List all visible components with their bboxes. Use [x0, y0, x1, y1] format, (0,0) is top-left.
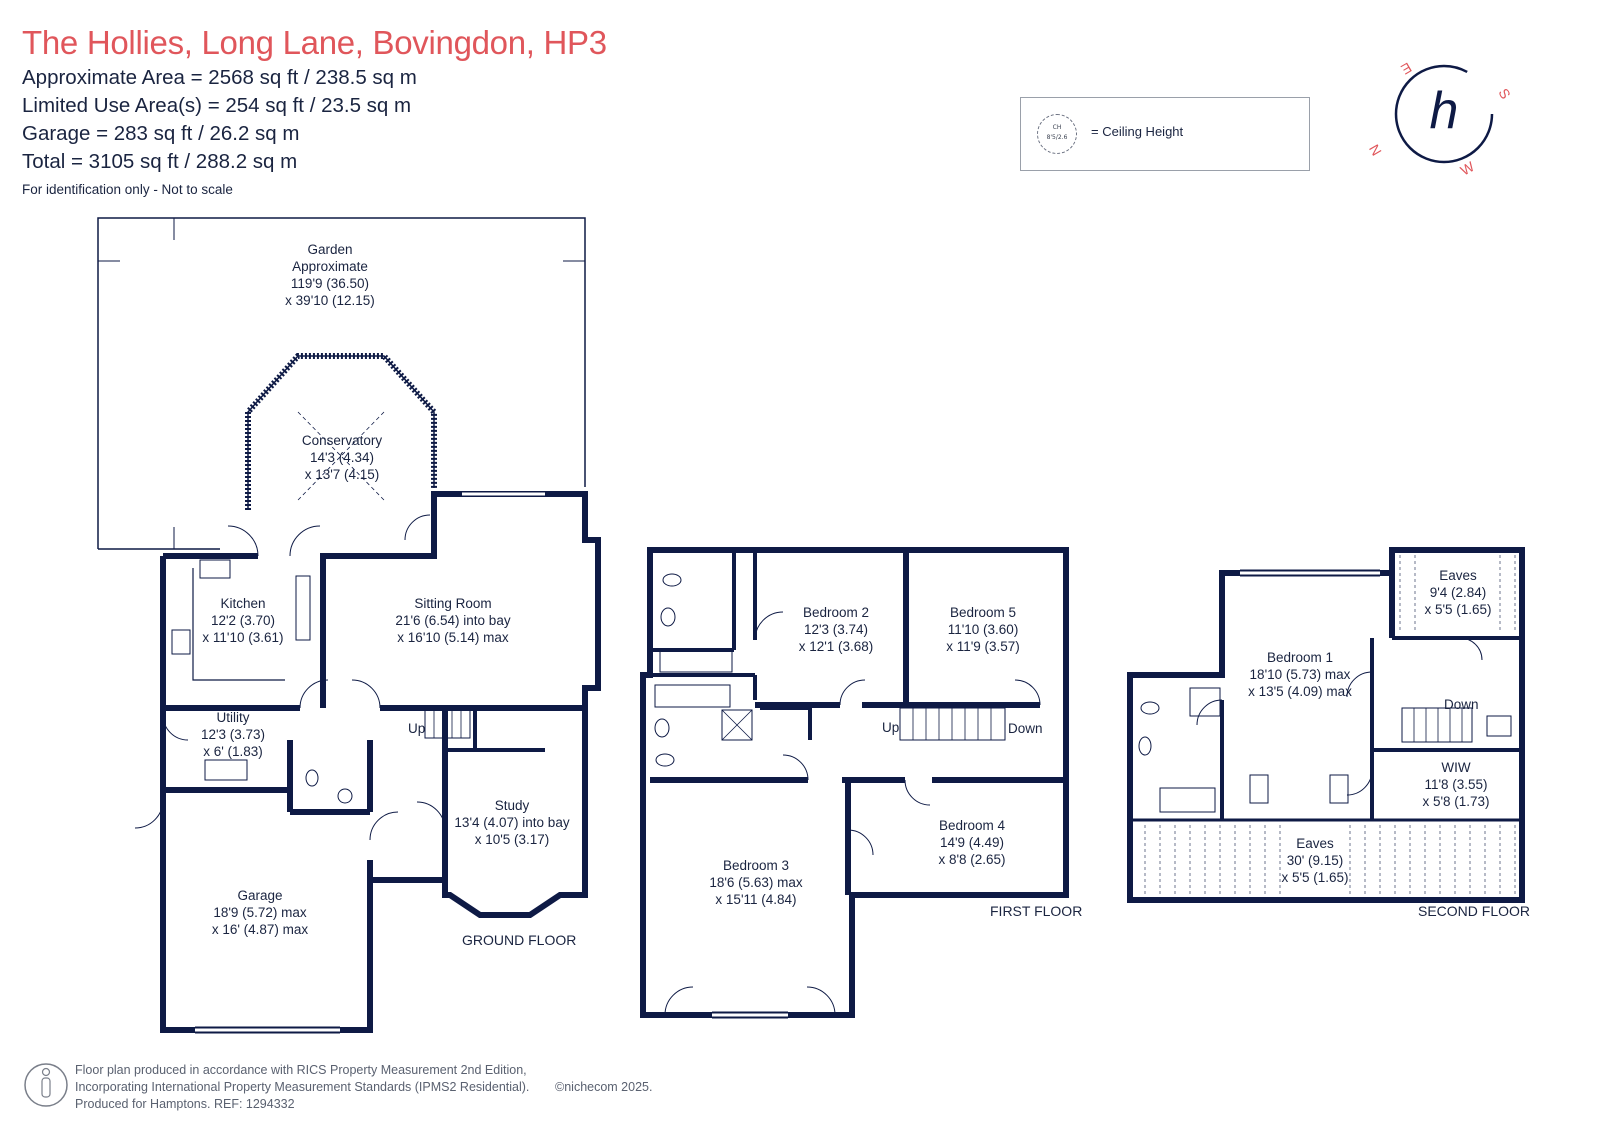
info-person-icon [24, 1063, 68, 1107]
ceiling-height-legend: CH 8'5/2.6 = Ceiling Height [1020, 97, 1310, 171]
room-labels: Garden Approximate 119'9 (36.50) x 39'10… [201, 242, 1492, 937]
wiw-name: WIW [1441, 760, 1470, 775]
kitchen-line3: x 11'10 (3.61) [202, 630, 283, 645]
footer-copyright: ©nichecom 2025. [555, 1080, 653, 1094]
bedroom3-name: Bedroom 3 [723, 858, 789, 873]
garage-name: Garage [237, 888, 282, 903]
second-floor [1127, 547, 1525, 903]
bedroom2-name: Bedroom 2 [803, 605, 869, 620]
ground-floor-label: GROUND FLOOR [462, 932, 576, 948]
stair-labels: Up Up Down Down [408, 697, 1479, 736]
first-floor-label: FIRST FLOOR [990, 903, 1082, 919]
garden-name: Garden [307, 242, 352, 257]
bedroom2-line3: x 12'1 (3.68) [799, 639, 874, 654]
conservatory-name: Conservatory [302, 433, 383, 448]
bedroom5-line3: x 11'9 (3.57) [946, 639, 1020, 654]
kitchen-name: Kitchen [220, 596, 265, 611]
footer-line2: Incorporating International Property Mea… [75, 1080, 530, 1094]
garage-line2: 18'9 (5.72) max [213, 905, 307, 920]
bedroom3-line2: 18'6 (5.63) max [709, 875, 803, 890]
sitting-room-line2: 21'6 (6.54) into bay [395, 613, 510, 628]
compass-e: E [1398, 59, 1414, 78]
legend-text: = Ceiling Height [1091, 124, 1184, 139]
bedroom1-line3: x 13'5 (4.09) max [1248, 684, 1352, 699]
eaves-large-line3: x 5'5 (1.65) [1281, 870, 1348, 885]
ceiling-height-symbol: CH 8'5/2.6 [1037, 114, 1077, 154]
footer-line3: Produced for Hamptons. REF: 1294332 [75, 1097, 295, 1111]
second-floor-label: SECOND FLOOR [1418, 903, 1530, 919]
bedroom3-line3: x 15'11 (4.84) [715, 892, 796, 907]
bedroom1-line2: 18'10 (5.73) max [1250, 667, 1351, 682]
compass-logo: h S W N E [1366, 59, 1514, 178]
ground-floor [97, 217, 601, 1034]
garden-line2: Approximate [292, 259, 368, 274]
footer-line1: Floor plan produced in accordance with R… [75, 1063, 527, 1077]
plan-title: The Hollies, Long Lane, Bovingdon, HP3 [22, 24, 607, 61]
bedroom2-line2: 12'3 (3.74) [804, 622, 868, 637]
second-floor-walls [1127, 547, 1525, 903]
sitting-room-line3: x 16'10 (5.14) max [397, 630, 509, 645]
conservatory-line2: 14'3 (4.34) [310, 450, 374, 465]
bedroom4-line3: x 8'8 (2.65) [938, 852, 1005, 867]
compass-s: S [1495, 86, 1514, 102]
wiw-line2: 11'8 (3.55) [1424, 777, 1487, 792]
disclaimer: For identification only - Not to scale [22, 182, 233, 197]
compass-w: W [1458, 158, 1478, 179]
second-stairs-down: Down [1444, 697, 1479, 712]
bedroom5-name: Bedroom 5 [950, 605, 1016, 620]
utility-name: Utility [217, 710, 250, 725]
first-stairs-down: Down [1008, 721, 1043, 736]
eaves-small-name: Eaves [1439, 568, 1477, 583]
conservatory-line3: x 13'7 (4.15) [305, 467, 380, 482]
total-area: Total = 3105 sq ft / 288.2 sq m [22, 150, 298, 173]
eaves-large-name: Eaves [1296, 836, 1334, 851]
study-name: Study [495, 798, 530, 813]
ground-stairs-up: Up [408, 721, 425, 736]
kitchen-line2: 12'2 (3.70) [211, 613, 275, 628]
ceiling-height-symbol-top: CH [1052, 124, 1062, 131]
garden-line3: 119'9 (36.50) [291, 276, 369, 291]
ceiling-height-symbol-bottom: 8'5/2.6 [1046, 134, 1068, 141]
first-stairs-up: Up [882, 720, 899, 735]
first-floor-walls [640, 547, 1069, 1018]
garden-boundary [97, 217, 586, 549]
bedroom4-name: Bedroom 4 [939, 818, 1006, 833]
garden-line4: x 39'10 (12.15) [285, 293, 375, 308]
ground-floor-walls [160, 556, 445, 1033]
compass-n: N [1366, 142, 1385, 159]
logo-letter: h [1430, 82, 1459, 140]
eaves-small-line3: x 5'5 (1.65) [1424, 602, 1491, 617]
bedroom1-name: Bedroom 1 [1267, 650, 1333, 665]
first-floor [640, 547, 1069, 1019]
floor-labels: GROUND FLOOR FIRST FLOOR SECOND FLOOR [462, 903, 1530, 948]
utility-line3: x 6' (1.83) [203, 744, 263, 759]
bedroom4-line2: 14'9 (4.49) [940, 835, 1004, 850]
utility-line2: 12'3 (3.73) [201, 727, 265, 742]
wiw-line3: x 5'8 (1.73) [1422, 794, 1489, 809]
eaves-small-line2: 9'4 (2.84) [1430, 585, 1487, 600]
garage-line3: x 16' (4.87) max [212, 922, 309, 937]
approximate-area: Approximate Area = 2568 sq ft / 238.5 sq… [22, 66, 417, 89]
eaves-large-line2: 30' (9.15) [1287, 853, 1344, 868]
limited-use-area: Limited Use Area(s) = 254 sq ft / 23.5 s… [22, 94, 412, 117]
garage-area: Garage = 283 sq ft / 26.2 sq m [22, 122, 300, 145]
study-line3: x 10'5 (3.17) [475, 832, 550, 847]
sitting-room-name: Sitting Room [414, 596, 491, 611]
bedroom5-line2: 11'10 (3.60) [948, 622, 1019, 637]
study-line2: 13'4 (4.07) into bay [454, 815, 569, 830]
